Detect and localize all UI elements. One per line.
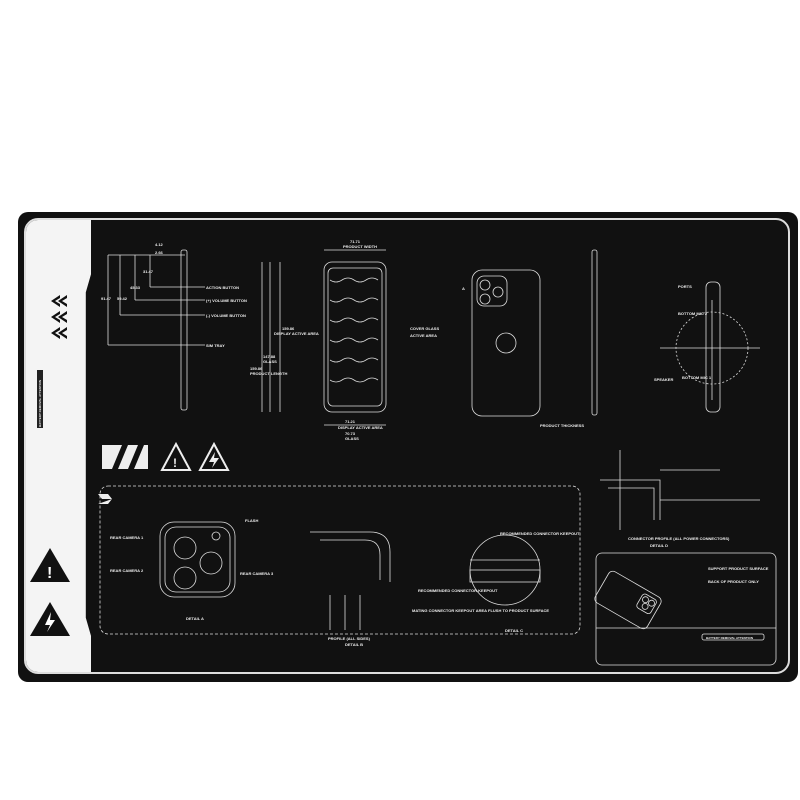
drawing-label: 159.86 [250, 366, 263, 371]
drawing-label: DETAIL C [505, 628, 523, 633]
warning-icon: ! [160, 441, 192, 471]
drawing-label: 147.88 [263, 354, 276, 359]
drawing-label: RECOMMENDED CONNECTOR KEEPOUT [500, 531, 580, 536]
drawing-label: PRODUCT WIDTH [343, 244, 377, 249]
drawing-label: (-) VOLUME BUTTON [206, 313, 246, 318]
side-view [107, 249, 205, 411]
warning-icon: ! [30, 548, 70, 582]
white-chevrons [98, 494, 112, 504]
bottom-view [660, 281, 760, 413]
back-view [471, 249, 598, 417]
drawing-label: A [462, 286, 465, 291]
drawing-label: DETAIL D [650, 543, 668, 548]
front-view [261, 249, 387, 426]
drawing-label: 71.71 [350, 239, 361, 244]
drawing-label: COVER GLASS [410, 326, 439, 331]
drawing-label: BATTERY REMOVAL ATTENTION [706, 636, 753, 640]
drawing-label: 2.66 [155, 250, 164, 255]
warning-badge [37, 370, 43, 428]
drawing-label: ACTION BUTTON [206, 285, 239, 290]
drawing-label: GLASS [263, 359, 277, 364]
drawing-label: RECOMMENDED CONNECTOR KEEPOUT [418, 588, 498, 593]
drawing-label: BOTTOM MIC 1 [682, 375, 712, 380]
drawing-label: BACK OF PRODUCT ONLY [708, 579, 759, 584]
chevron-left-icon [51, 295, 67, 339]
svg-text:!: ! [47, 565, 52, 582]
drawing-label: 31.47 [143, 269, 154, 274]
drawing-label: SUPPORT PRODUCT SURFACE [708, 566, 769, 571]
drawing-label: 159.86 [282, 326, 295, 331]
drawing-label: 59.42 [117, 296, 128, 301]
drawing-label: DISPLAY ACTIVE AREA [338, 425, 383, 430]
detail-d [600, 450, 760, 530]
drawing-label: DISPLAY ACTIVE AREA [274, 331, 319, 336]
detail-b [310, 531, 391, 630]
drawing-label: REAR CAMERA 1 [110, 535, 144, 540]
drawing-label: PORTS [678, 284, 692, 289]
detail-a [159, 521, 236, 598]
drawing-label: 71.21 [345, 419, 356, 424]
drawing-label: 45.33 [130, 285, 141, 290]
drawing-label: BOTTOM MIC 2 [678, 311, 708, 316]
drawing-label: MATING CONNECTOR KEEPOUT AREA FLUSH TO P… [412, 608, 549, 613]
drawing-label: FLASH [245, 518, 258, 523]
electric-hazard-icon [198, 441, 230, 471]
drawing-label: SPEAKER [654, 377, 673, 382]
mat-border [24, 218, 790, 674]
drawing-label: DETAIL B [345, 642, 363, 647]
drawing-label: PRODUCT THICKNESS [540, 423, 584, 428]
drawing-label: 91.47 [101, 296, 112, 301]
detail-c [469, 534, 541, 606]
drawing-label: REAR CAMERA 2 [110, 568, 144, 573]
drawing-label: REAR CAMERA 3 [240, 571, 274, 576]
drawing-label: GLASS [345, 436, 359, 441]
drawing-label: SIM TRAY [206, 343, 225, 348]
side-panel [26, 220, 91, 672]
warning-badge-text: BATTERY REMOVAL ATTENTION [38, 380, 42, 427]
iso-box [595, 552, 777, 666]
drawing-label: (+) VOLUME BUTTON [206, 298, 247, 303]
svg-text:!: ! [173, 456, 177, 470]
stripes-icon [102, 445, 148, 469]
drawing-label: PRODUCT LENGTH [250, 371, 287, 376]
drawing-label: PROFILE (ALL SIDES) [328, 636, 371, 641]
iso-phone [594, 570, 662, 630]
drawing-label: 70.73 [345, 431, 356, 436]
drawing-label: 4.12 [155, 242, 164, 247]
detail-box [99, 485, 581, 635]
electric-hazard-icon [30, 602, 70, 636]
drawing-label: ACTIVE AREA [410, 333, 437, 338]
drawing-label: DETAIL A [186, 616, 204, 621]
drawing-label: CONNECTOR PROFILE (ALL POWER CONNECTORS) [628, 536, 730, 541]
